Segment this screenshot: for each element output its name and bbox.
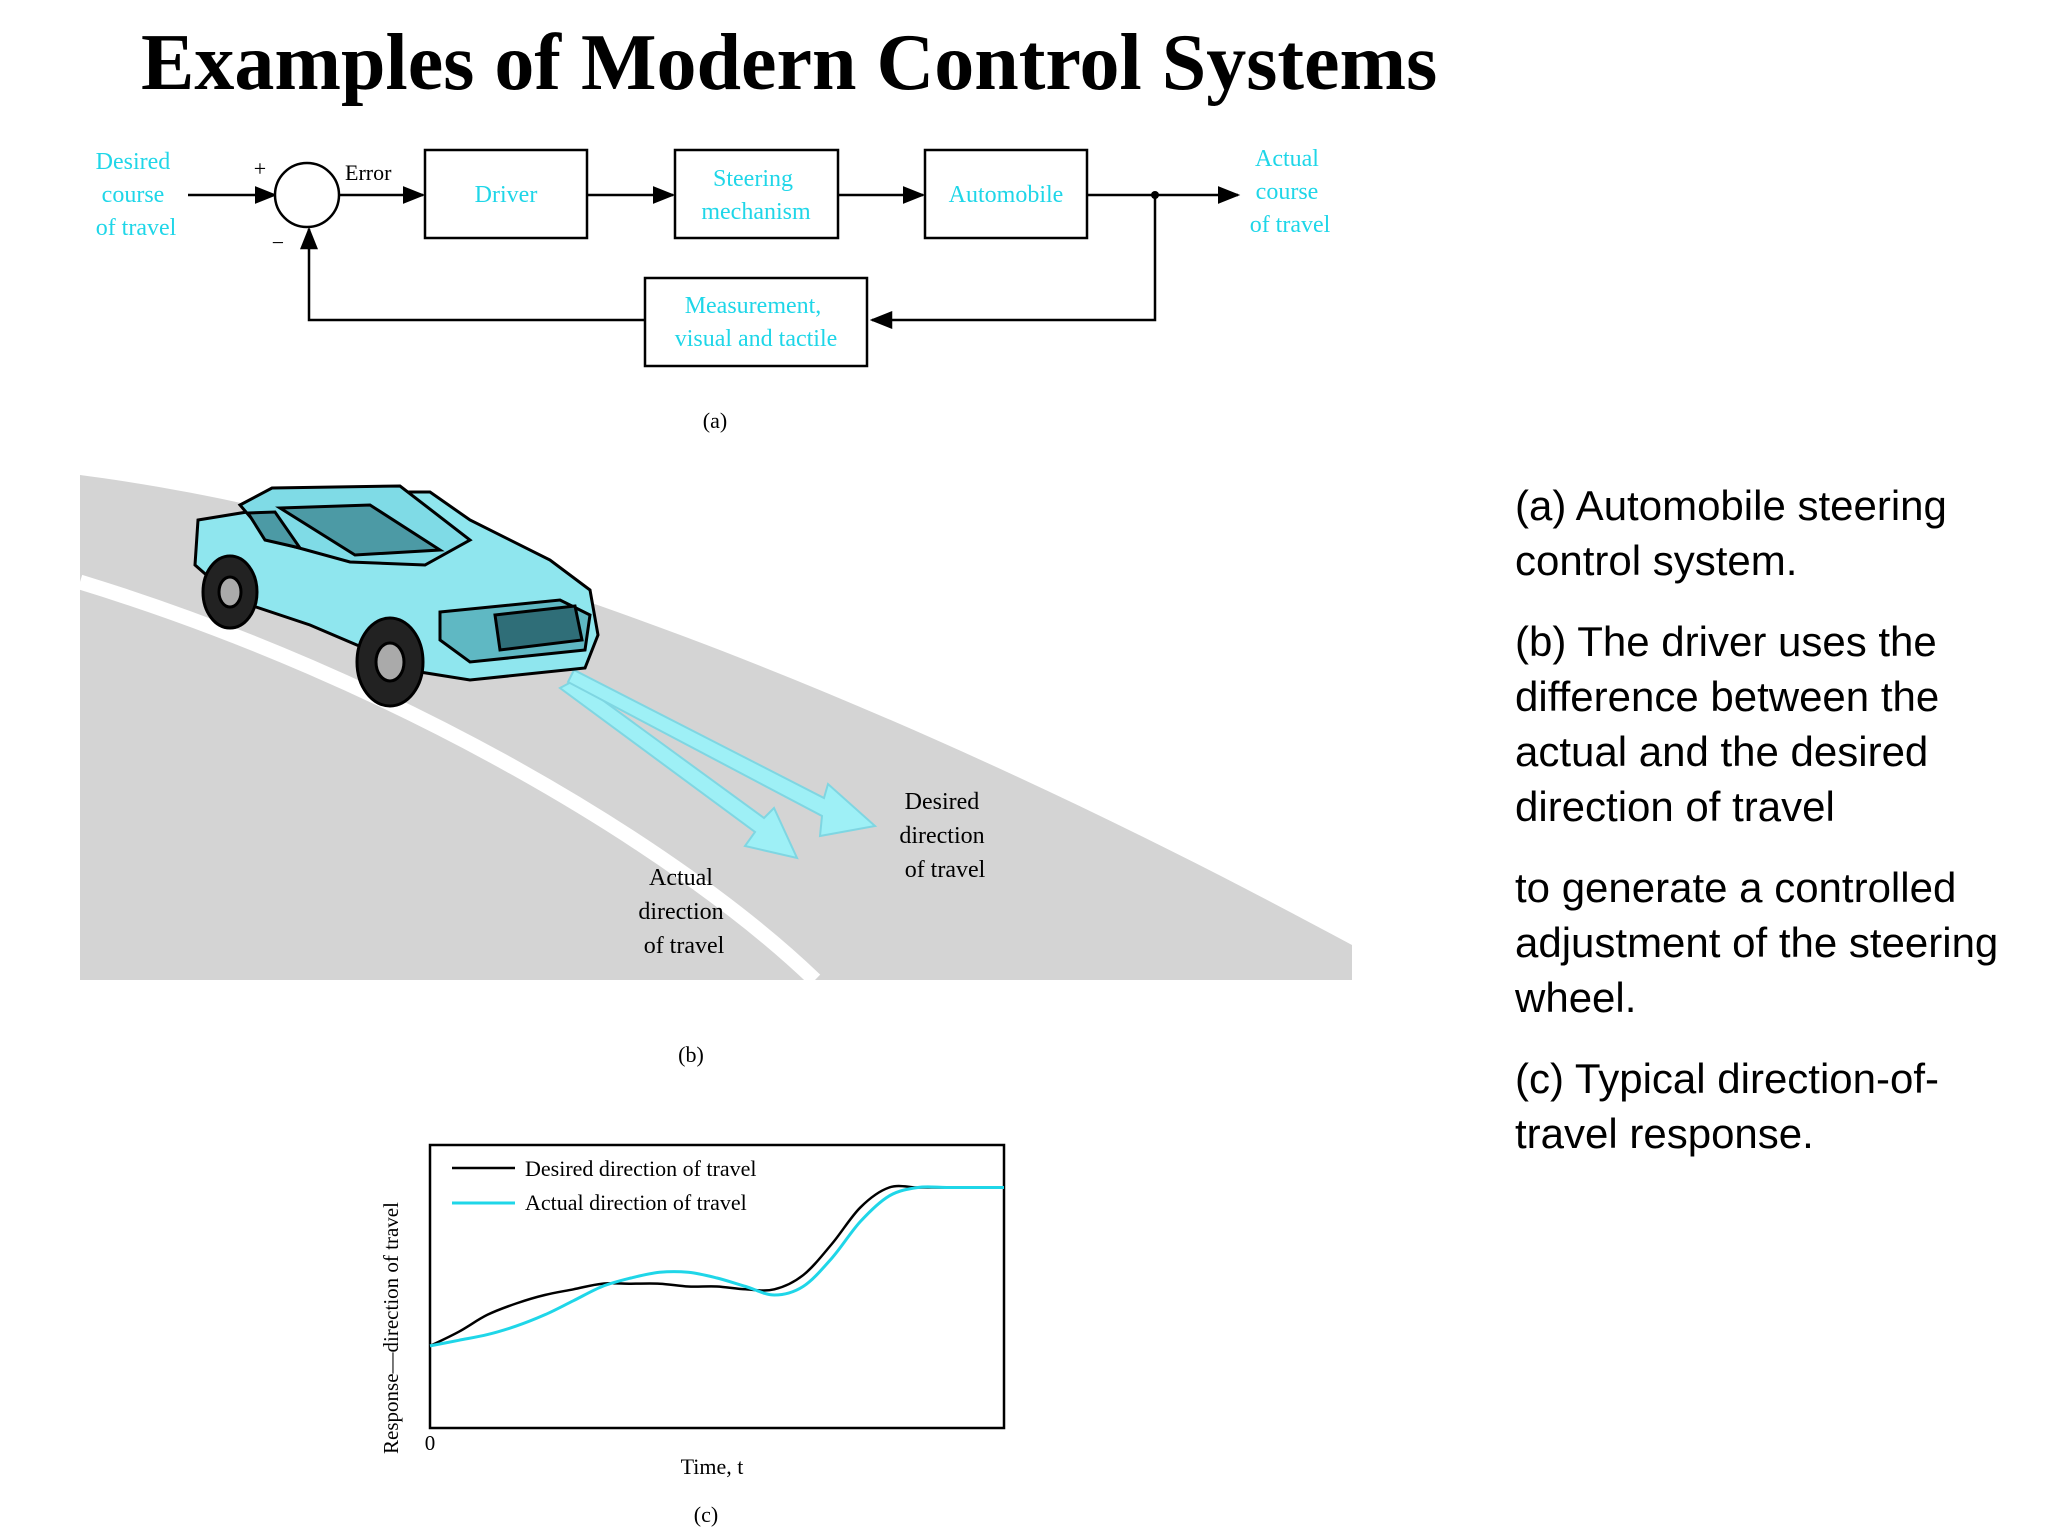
caption-b: (b) The driver uses the difference betwe… — [1515, 618, 1940, 830]
legend-label-actual: Actual direction of travel — [525, 1190, 747, 1215]
automobile-icon — [193, 484, 600, 708]
steering-label: Steering mechanism — [701, 166, 811, 225]
caption-b-continued: to generate a controlled adjustment of t… — [1515, 864, 1999, 1021]
actual-series-line — [429, 1185, 1004, 1348]
desired-direction-label: Desired direction of travel — [899, 789, 990, 883]
figure-canvas: Desired course of travel + − Error Drive… — [77, 146, 1352, 1527]
output-label: Actual course of travel — [1250, 146, 1331, 238]
summing-junction — [273, 161, 341, 229]
caption-c: (c) Typical direction-of-travel response… — [1515, 1055, 1940, 1157]
caption: (a) Automobile steering control system. … — [1515, 478, 2035, 1187]
automobile-block — [923, 148, 1089, 240]
block-diagram: Desired course of travel + − Error Drive… — [96, 146, 1331, 433]
minus-sign: − — [272, 230, 284, 255]
panel-label-b: (b) — [678, 1042, 704, 1067]
input-label: Desired course of travel — [96, 149, 177, 241]
x-axis-label: Time, t — [681, 1454, 744, 1479]
legend-label-desired: Desired direction of travel — [525, 1156, 757, 1181]
x-origin-tick: 0 — [425, 1431, 436, 1455]
desired-series-line — [429, 1184, 1004, 1348]
response-chart: Desired direction of travel Actual direc… — [379, 1143, 1006, 1527]
caption-a: (a) Automobile steering control system. — [1515, 482, 1947, 584]
panel-label-a: (a) — [703, 408, 727, 433]
plus-sign: + — [254, 156, 266, 181]
lane-marking — [77, 574, 821, 986]
driver-block — [423, 148, 589, 240]
driver-label: Driver — [475, 182, 538, 208]
road-illustration: Desired direction of travel Actual direc… — [77, 475, 1352, 1067]
error-label: Error — [345, 160, 392, 185]
page-title: Examples of Modern Control Systems — [141, 19, 1438, 107]
measurement-label: Measurement, visual and tactile — [675, 293, 838, 352]
panel-label-c: (c) — [694, 1502, 718, 1527]
y-axis-label: Response—direction of travel — [379, 1202, 403, 1454]
direction-arrows — [558, 668, 878, 860]
automobile-label: Automobile — [949, 182, 1064, 208]
actual-direction-label: Actual direction of travel — [638, 865, 729, 959]
measurement-block — [643, 276, 869, 368]
